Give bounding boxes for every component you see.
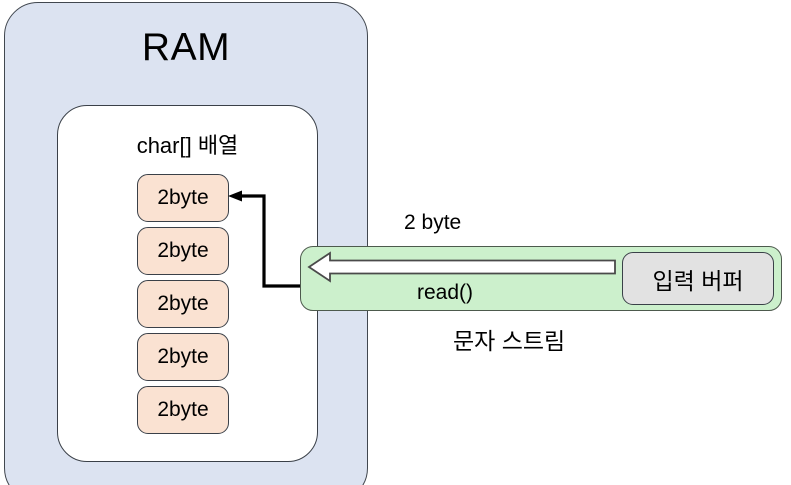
array-cell: 2byte — [137, 227, 229, 275]
array-cell: 2byte — [137, 174, 229, 222]
array-cell: 2byte — [137, 386, 229, 434]
array-cell: 2byte — [137, 333, 229, 381]
stream-to-array-connector-arrow-icon — [228, 190, 312, 288]
transfer-size-label: 2 byte — [404, 211, 462, 234]
character-stream-label: 문자 스트림 — [453, 328, 566, 354]
ram-label: RAM — [141, 26, 231, 69]
read-direction-arrow-icon — [307, 251, 616, 283]
read-method-label: read() — [416, 281, 474, 304]
array-cell: 2byte — [137, 280, 229, 328]
input-buffer-box: 입력 버퍼 — [622, 252, 774, 305]
char-array-label: char[] 배열 — [136, 133, 239, 158]
